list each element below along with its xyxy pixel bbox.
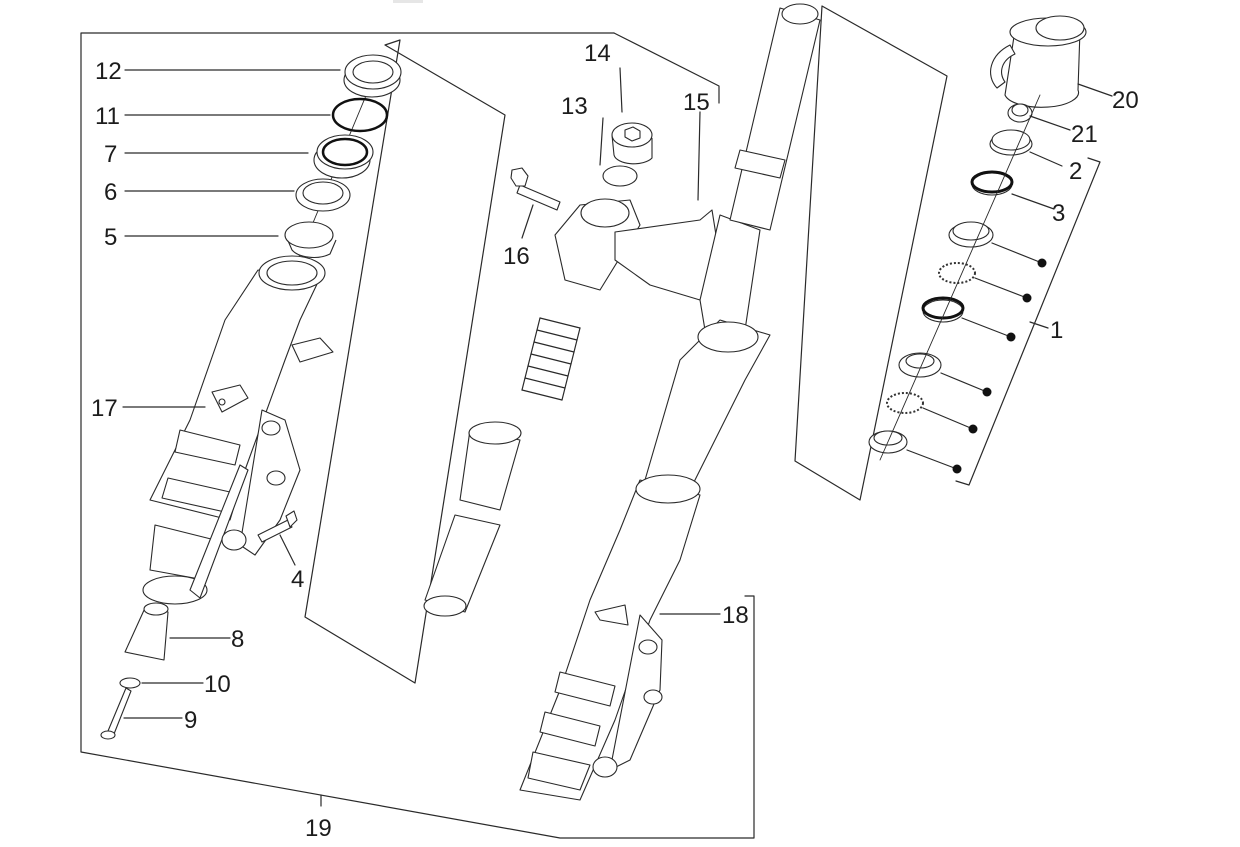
kit-1-bearing-parts	[868, 94, 1041, 461]
part-13-o-ring	[602, 165, 638, 187]
part-21-nut	[1007, 103, 1033, 123]
part-20-cover	[990, 15, 1087, 108]
bracket-1	[955, 157, 1101, 486]
callout-6: 6	[104, 179, 117, 206]
part-7-oil-seal	[313, 134, 374, 179]
callout-5: 5	[104, 224, 117, 251]
bracket-19	[80, 32, 755, 839]
callout-21: 21	[1071, 121, 1098, 148]
callout-12: 12	[95, 58, 122, 85]
callout-16: 16	[503, 243, 530, 270]
leader-lines	[122, 67, 1113, 719]
callout-4: 4	[291, 566, 304, 593]
callout-8: 8	[231, 626, 244, 653]
part-4-bolt	[257, 510, 298, 543]
part-14-top-plug	[611, 122, 653, 165]
callout-14: 14	[584, 40, 611, 67]
leader-1	[1029, 321, 1049, 329]
part-15-steering-stem	[554, 3, 821, 331]
part-12-dust-cover	[343, 54, 402, 98]
spring	[521, 317, 581, 401]
callout-1: 1	[1050, 317, 1063, 344]
bracket-15-top	[613, 32, 720, 104]
callout-18: 18	[722, 602, 749, 629]
part-10-washer	[119, 677, 141, 689]
inner-tube	[423, 421, 522, 617]
callout-17: 17	[91, 395, 118, 422]
frame-inner-right	[794, 5, 948, 501]
top-mark	[393, 0, 423, 3]
callout-19: 19	[305, 815, 332, 842]
callout-11: 11	[95, 103, 120, 130]
callout-13: 13	[561, 93, 588, 120]
part-5-bushing	[284, 221, 337, 258]
callout-7: 7	[104, 141, 117, 168]
left-fork-leg	[142, 61, 381, 605]
kit-1-markers	[906, 242, 1047, 474]
callout-2: 2	[1069, 158, 1082, 185]
callout-15: 15	[683, 89, 710, 116]
callout-3: 3	[1052, 200, 1065, 227]
callout-9: 9	[184, 707, 197, 734]
part-6-washer	[295, 178, 351, 212]
part-11-circlip	[331, 97, 389, 133]
part-9-bolt	[100, 687, 132, 740]
part-3-seal	[970, 170, 1014, 196]
part-16-clamp-bolt	[510, 167, 561, 211]
callout-20: 20	[1112, 87, 1139, 114]
part-2-lock-ring	[989, 129, 1033, 156]
right-fork-leg	[519, 319, 771, 801]
callout-10: 10	[204, 671, 231, 698]
part-8-cap	[124, 602, 169, 661]
frame-inner-left	[304, 39, 506, 684]
